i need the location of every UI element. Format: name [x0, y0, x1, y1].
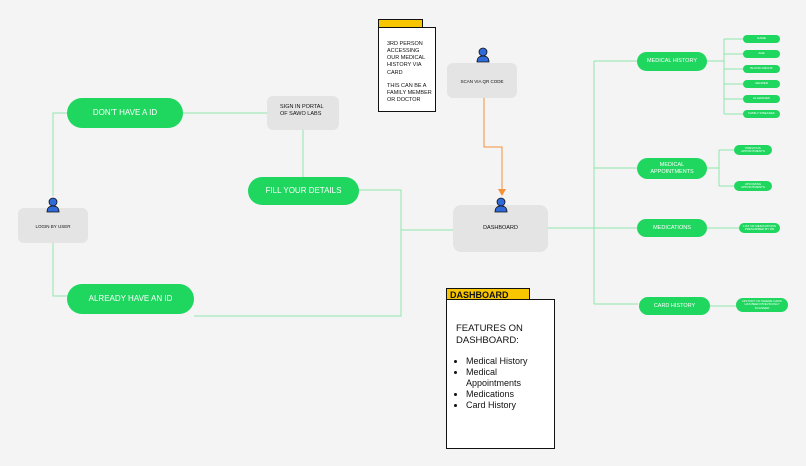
- third-person-note-text: 3RD PERSON ACCESSING OUR MEDICAL HISTORY…: [387, 41, 432, 103]
- dashboard-features-note: DASHBOARD FEATURES ON DASHBOARD: Medical…: [446, 288, 555, 449]
- dashboard-features-note-tab: DASHBOARD: [446, 288, 530, 300]
- mh-item-name: NAME: [743, 35, 780, 43]
- card-history-item: HISTORY OF WHERE CARD HAS BEEN PREVIOUSL…: [736, 298, 788, 312]
- third-person-note: 3RD PERSON ACCESSING OUR MEDICAL HISTORY…: [378, 19, 436, 112]
- dashboard-node: DASHBOARD: [453, 205, 548, 252]
- dashboard-features-heading: FEATURES ON DASHBOARD:: [456, 323, 523, 346]
- medical-appointments-node: MEDICAL APPOINTMENTS: [637, 158, 707, 179]
- medications-node: MEDICATIONS: [637, 219, 707, 237]
- card-history-node: CARD HISTORY: [639, 297, 710, 315]
- third-person-note-tab: [378, 19, 423, 28]
- login-by-user-node: LOGIN BY USER: [18, 208, 88, 243]
- scan-qr-label: SCAN VIA QR CODE: [460, 79, 504, 84]
- appt-item-previous: PREVIOUS APPOINTMENTS: [734, 145, 772, 155]
- sign-in-portal-node: SIGN IN PORTAL OF SAWO LABS: [267, 96, 339, 130]
- medications-item: LIST OF MEDICATIONS PRESCRIBED BY DR: [739, 223, 780, 233]
- feature-item: Card History: [466, 400, 528, 411]
- mh-item-gender: GENDER: [743, 80, 780, 88]
- already-have-id-node: ALREADY HAVE AN ID: [67, 284, 194, 314]
- fill-details-node: FILL YOUR DETAILS: [248, 177, 359, 205]
- dashboard-features-note-tab-label: DASHBOARD: [450, 290, 509, 300]
- mh-item-allergies: ALLERGIES: [743, 95, 780, 103]
- dashboard-user-icon: [494, 197, 508, 213]
- mh-item-family-diseases: FAMILY DISEASES: [743, 110, 780, 118]
- dont-have-id-node: DON'T HAVE A ID: [67, 98, 183, 128]
- mh-item-age: AGE: [743, 50, 780, 58]
- medical-history-node: MEDICAL HISTORY: [637, 52, 707, 71]
- mh-item-blood-group: BLOOD GROUP: [743, 65, 780, 73]
- sign-in-portal-label: SIGN IN PORTAL OF SAWO LABS: [280, 104, 324, 118]
- feature-item: Medical History: [466, 356, 528, 367]
- feature-item: Medical Appointments: [466, 367, 526, 389]
- dashboard-label: DASHBOARD: [483, 225, 518, 231]
- dashboard-features-list: Medical History Medical Appointments Med…: [456, 356, 528, 411]
- appt-item-upcoming: UPCOMING APPOINTMENTS: [734, 181, 772, 191]
- feature-item: Medications: [466, 389, 528, 400]
- third-person-icon: [476, 47, 490, 63]
- scan-qr-node: SCAN VIA QR CODE: [447, 63, 517, 98]
- user-icon: [46, 197, 60, 213]
- login-by-user-label: LOGIN BY USER: [35, 224, 71, 229]
